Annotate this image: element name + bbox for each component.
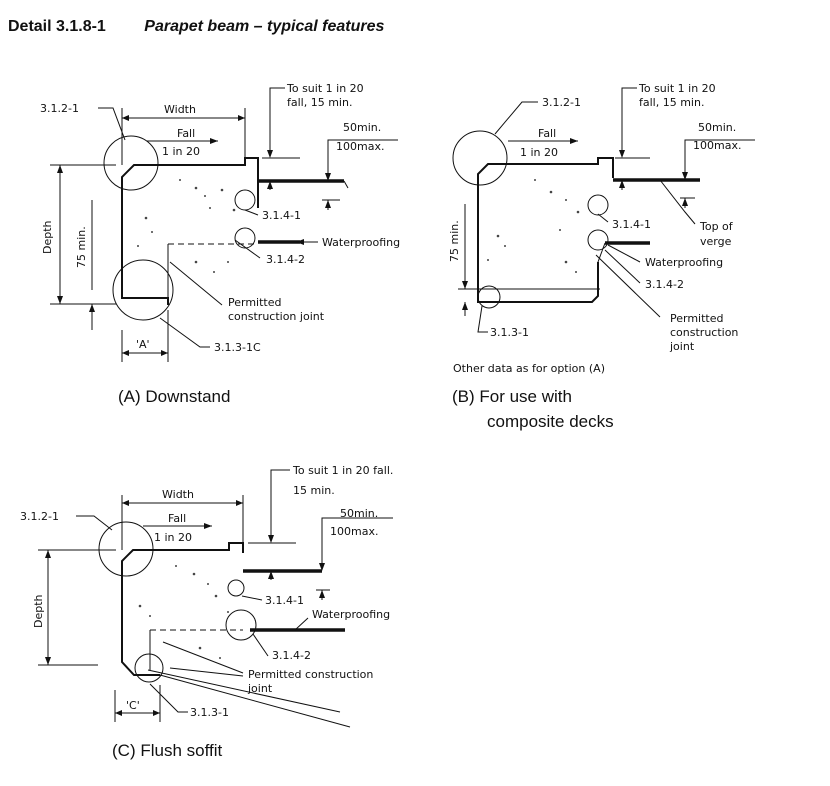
detail-circle-a-wp	[234, 227, 256, 249]
detail-header: Detail 3.1.8-1 Parapet beam – typical fe…	[8, 18, 384, 36]
ref-3-1-4-2-b: 3.1.4-2	[645, 278, 684, 291]
ref-3-1-3-1c: 3.1.3-1C	[214, 341, 261, 354]
ref-3-1-2-1-c: 3.1.2-1	[20, 510, 59, 523]
permitted-construction-c: Permitted construction	[248, 668, 373, 681]
detail-circle-c-drip	[227, 579, 245, 597]
width-label-a: Width	[164, 103, 196, 116]
fall-ratio-a: 1 in 20	[162, 145, 200, 158]
fall-ratio-c: 1 in 20	[154, 531, 192, 544]
hundred-max-c: 100max.	[330, 525, 378, 538]
option-b-composite: 3.1.2-1 Fall 1 in 20 To suit 1 in 20 fal…	[448, 82, 755, 431]
other-data-note: Other data as for option (A)	[453, 362, 605, 375]
caption-b-line1: (B) For use with	[452, 387, 572, 406]
fall-label-b: Fall	[538, 127, 556, 140]
to-suit-line1-c: To suit 1 in 20 fall.	[292, 464, 393, 477]
detail-circle-a-joint	[112, 259, 174, 321]
to-suit-line2-b: fall, 15 min.	[639, 96, 704, 109]
detail-circle-c-corner	[98, 521, 154, 577]
seventy-five-min-b: 75 min.	[448, 220, 461, 262]
ref-3-1-3-1-b: 3.1.3-1	[490, 326, 529, 339]
ref-3-1-4-1-c: 3.1.4-1	[265, 594, 304, 607]
option-c-flush-soffit: 3.1.2-1 Width Fall 1 in 20 To suit 1 in …	[20, 464, 393, 760]
joint-c: joint	[247, 682, 273, 695]
beam-b-outline	[477, 157, 614, 303]
ref-3-1-4-2-a: 3.1.4-2	[266, 253, 305, 266]
concrete-speckle-b	[487, 179, 580, 273]
detail-circle-c-soffit	[134, 653, 164, 683]
hundred-max-a: 100max.	[336, 140, 384, 153]
detail-circle-c-wp	[225, 609, 257, 641]
fifty-min-b: 50min.	[698, 121, 736, 134]
detail-number: Detail 3.1.8-1	[8, 18, 106, 35]
ref-3-1-4-2-c: 3.1.4-2	[272, 649, 311, 662]
detail-circle-a-drip	[234, 189, 256, 211]
width-label-c: Width	[162, 488, 194, 501]
option-a-downstand: 3.1.2-1 Width Fall 1 in 20 To suit 1 in …	[40, 82, 400, 406]
fifty-min-c: 50min.	[340, 507, 378, 520]
concrete-speckle-c	[138, 565, 229, 659]
detail-circle-b-corner	[452, 130, 508, 186]
permitted-a: Permitted	[228, 296, 282, 309]
to-suit-line2-c: 15 min.	[293, 484, 335, 497]
fifty-min-a: 50min.	[343, 121, 381, 134]
ref-3-1-4-1-a: 3.1.4-1	[262, 209, 301, 222]
detail-title: Parapet beam – typical features	[144, 18, 385, 35]
to-suit-line2-a: fall, 15 min.	[287, 96, 352, 109]
concrete-speckle-a	[137, 179, 236, 273]
depth-label-a: Depth	[41, 220, 54, 254]
to-suit-line1-a: To suit 1 in 20	[286, 82, 364, 95]
beam-a-outline	[121, 157, 259, 305]
hundred-max-b: 100max.	[693, 139, 741, 152]
waterproofing-b: Waterproofing	[645, 256, 723, 269]
detail-circle-b-wp	[587, 229, 609, 251]
permitted-b: Permitted	[670, 312, 724, 325]
ref-3-1-3-1-c: 3.1.3-1	[190, 706, 229, 719]
construction-joint-a: construction joint	[228, 310, 325, 323]
caption-c: (C) Flush soffit	[112, 741, 222, 760]
joint-b: joint	[669, 340, 695, 353]
dim-a-label: 'A'	[136, 338, 150, 351]
dim-c-label: 'C'	[126, 699, 140, 712]
fall-label-a: Fall	[177, 127, 195, 140]
depth-label-c: Depth	[32, 594, 45, 628]
beam-c-outline	[121, 542, 244, 676]
ref-3-1-4-1-b: 3.1.4-1	[612, 218, 651, 231]
fall-label-c: Fall	[168, 512, 186, 525]
detail-circle-b-soffit	[477, 285, 501, 309]
detail-circle-a-corner	[103, 135, 159, 191]
fall-ratio-b: 1 in 20	[520, 146, 558, 159]
ref-3-1-2-1-b: 3.1.2-1	[542, 96, 581, 109]
to-suit-line1-b: To suit 1 in 20	[638, 82, 716, 95]
waterproofing-a: Waterproofing	[322, 236, 400, 249]
verge-b: verge	[700, 235, 732, 248]
seventy-five-min-a: 75 min.	[75, 226, 88, 268]
top-of-b: Top of	[699, 220, 734, 233]
caption-b-line2: composite decks	[487, 412, 614, 431]
caption-a: (A) Downstand	[118, 387, 230, 406]
waterproofing-c: Waterproofing	[312, 608, 390, 621]
construction-b: construction	[670, 326, 738, 339]
detail-circle-b-drip	[587, 194, 609, 216]
ref-3-1-2-1-a: 3.1.2-1	[40, 102, 79, 115]
